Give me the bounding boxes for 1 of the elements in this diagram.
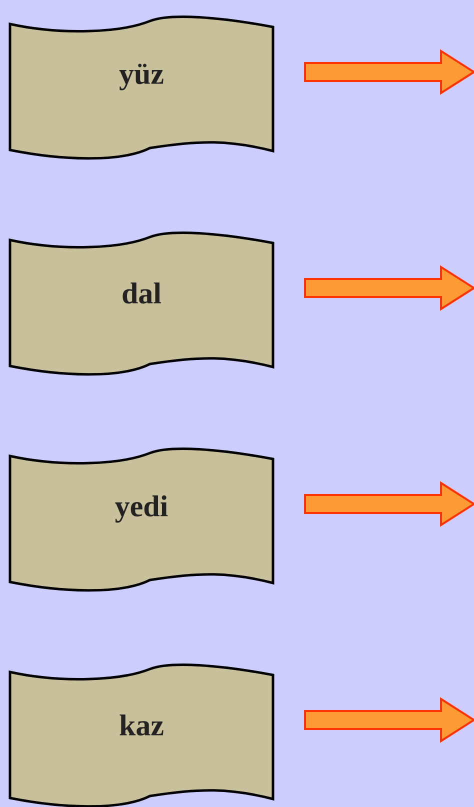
banner-box: kaz (8, 664, 274, 807)
